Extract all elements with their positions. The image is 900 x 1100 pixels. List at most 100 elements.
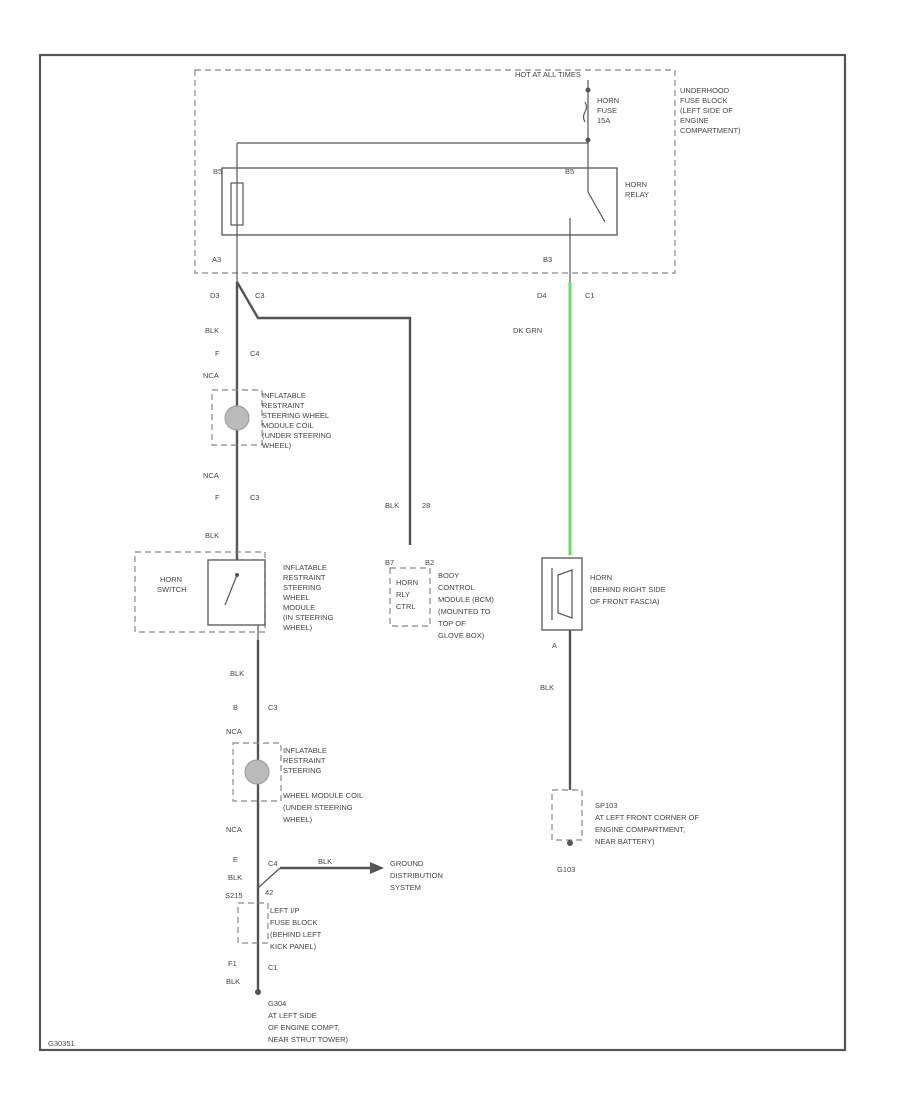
svg-text:MODULE: MODULE xyxy=(283,603,315,612)
svg-text:TOP OF: TOP OF xyxy=(438,619,466,628)
bcm-dashed-box xyxy=(389,567,431,627)
svg-text:INFLATABLE: INFLATABLE xyxy=(262,391,306,400)
wire-color-blk-arrow: BLK xyxy=(318,857,332,866)
svg-text:G304: G304 xyxy=(268,999,286,1008)
svg-text:WHEEL): WHEEL) xyxy=(283,623,313,632)
svg-text:ENGINE COMPARTMENT,: ENGINE COMPARTMENT, xyxy=(595,825,685,834)
wire-color-nca-1: NCA xyxy=(203,371,219,380)
wire-color-blk-5: BLK xyxy=(226,977,240,986)
connector-c4: C4 xyxy=(250,349,260,358)
relay-switch-contact xyxy=(587,191,606,223)
relay-pin-right: B5 xyxy=(565,167,574,176)
connector-c3-low: C3 xyxy=(268,703,278,712)
horn-label: HORN (BEHIND RIGHT SIDE OF FRONT FASCIA) xyxy=(590,573,666,606)
svg-text:15A: 15A xyxy=(597,116,610,125)
svg-text:WHEEL): WHEEL) xyxy=(262,441,292,450)
svg-text:LEFT I/P: LEFT I/P xyxy=(270,906,299,915)
svg-text:RELAY: RELAY xyxy=(625,190,649,199)
circuit-28: 28 xyxy=(422,501,430,510)
svg-text:CONTROL: CONTROL xyxy=(438,583,475,592)
wire-color-blk-28: BLK xyxy=(385,501,399,510)
horn-switch-node xyxy=(235,573,239,577)
svg-text:FUSE BLOCK: FUSE BLOCK xyxy=(270,918,318,927)
bcm-control-wire xyxy=(235,281,412,545)
svg-text:RESTRAINT: RESTRAINT xyxy=(262,401,305,410)
svg-text:WHEEL: WHEEL xyxy=(283,593,310,602)
bcm-label: BODY CONTROL MODULE (BCM) (MOUNTED TO TO… xyxy=(438,571,494,640)
svg-text:COMPARTMENT): COMPARTMENT) xyxy=(680,126,741,135)
horn-fuse-label: HORN FUSE 15A xyxy=(597,96,619,125)
connector-c4-low: C4 xyxy=(268,859,278,868)
svg-text:WHEEL MODULE COIL: WHEEL MODULE COIL xyxy=(283,791,363,800)
ip-fuse-block-label: LEFT I/P FUSE BLOCK (BEHIND LEFT KICK PA… xyxy=(270,906,322,951)
underhood-fuse-block-box xyxy=(194,69,676,274)
fuse-block-label: UNDERHOOD FUSE BLOCK (LEFT SIDE OF ENGIN… xyxy=(680,86,741,135)
wire-color-nca-4: NCA xyxy=(226,825,242,834)
pin-a3: A3 xyxy=(212,255,221,264)
svg-text:ENGINE: ENGINE xyxy=(680,116,709,125)
svg-text:(BEHIND RIGHT SIDE: (BEHIND RIGHT SIDE xyxy=(590,585,666,594)
wire-color-blk-low: BLK xyxy=(228,873,242,882)
svg-text:MODULE (BCM): MODULE (BCM) xyxy=(438,595,494,604)
ground-distribution-label: GROUND DISTRIBUTION SYSTEM xyxy=(390,859,443,892)
svg-text:INFLATABLE: INFLATABLE xyxy=(283,563,327,572)
svg-text:SP103: SP103 xyxy=(595,801,618,810)
svg-text:OF ENGINE COMPT,: OF ENGINE COMPT, xyxy=(268,1023,340,1032)
connector-c3-top: C3 xyxy=(255,291,265,300)
svg-text:STEERING WHEEL: STEERING WHEEL xyxy=(262,411,329,420)
sp103-dashed-box xyxy=(551,789,583,841)
horn-symbol xyxy=(551,568,573,620)
steering-module-label: INFLATABLE RESTRAINT STEERING WHEEL MODU… xyxy=(283,563,334,632)
g103-ground-node xyxy=(567,840,573,846)
coil-2-label: INFLATABLE RESTRAINT STEERING WHEEL MODU… xyxy=(283,746,363,824)
g304-ground-node xyxy=(255,989,261,995)
horn-pin-a: A xyxy=(552,641,557,650)
svg-text:MODULE COIL: MODULE COIL xyxy=(262,421,314,430)
ground-branch-wire xyxy=(257,867,281,889)
hot-at-all-times-label: HOT AT ALL TIMES xyxy=(515,70,581,79)
connector-d3: D3 xyxy=(210,291,220,300)
bcm-inner-label: HORN RLY CTRL xyxy=(396,578,418,611)
horn-relay-box xyxy=(221,167,618,236)
figure-id: G30351 xyxy=(48,1039,75,1048)
wire-color-blk-3: BLK xyxy=(540,683,554,692)
diagram-frame xyxy=(38,53,847,1052)
svg-text:(IN STEERING: (IN STEERING xyxy=(283,613,334,622)
svg-text:BODY: BODY xyxy=(438,571,459,580)
pin-f1: F1 xyxy=(228,959,237,968)
g304-label: G304 AT LEFT SIDE OF ENGINE COMPT, NEAR … xyxy=(268,999,349,1044)
svg-text:STEERING: STEERING xyxy=(283,583,322,592)
svg-text:HORN: HORN xyxy=(160,575,182,584)
svg-text:KICK PANEL): KICK PANEL) xyxy=(270,942,317,951)
svg-text:NEAR BATTERY): NEAR BATTERY) xyxy=(595,837,655,846)
svg-text:(UNDER STEERING: (UNDER STEERING xyxy=(283,803,353,812)
wire-color-dk-grn: DK GRN xyxy=(513,326,542,335)
svg-text:UNDERHOOD: UNDERHOOD xyxy=(680,86,730,95)
svg-text:HORN: HORN xyxy=(396,578,418,587)
svg-text:HORN: HORN xyxy=(597,96,619,105)
svg-text:AT LEFT FRONT CORNER OF: AT LEFT FRONT CORNER OF xyxy=(595,813,699,822)
coil-1-label: INFLATABLE RESTRAINT STEERING WHEEL MODU… xyxy=(262,391,332,450)
svg-text:SYSTEM: SYSTEM xyxy=(390,883,421,892)
pin-b: B xyxy=(233,703,238,712)
horn-switch-dashed-box xyxy=(134,551,266,633)
horn-fuse-symbol xyxy=(582,101,588,123)
svg-text:FUSE BLOCK: FUSE BLOCK xyxy=(680,96,728,105)
svg-text:OF FRONT FASCIA): OF FRONT FASCIA) xyxy=(590,597,660,606)
svg-text:RESTRAINT: RESTRAINT xyxy=(283,756,326,765)
wire-color-nca-2: NCA xyxy=(203,471,219,480)
svg-text:FUSE: FUSE xyxy=(597,106,617,115)
circuit-42: 42 xyxy=(265,888,273,897)
splice-s215: S215 xyxy=(225,891,243,900)
coil-2-symbol xyxy=(244,759,270,785)
coil-2-box xyxy=(232,742,282,802)
svg-text:STEERING: STEERING xyxy=(283,766,322,775)
fuse-top-node xyxy=(585,87,591,93)
wire-color-blk-4: BLK xyxy=(230,669,244,678)
svg-text:SWITCH: SWITCH xyxy=(157,585,187,594)
horn-switch-contact xyxy=(224,574,238,606)
sp103-label: SP103 AT LEFT FRONT CORNER OF ENGINE COM… xyxy=(595,801,699,846)
svg-text:(LEFT SIDE OF: (LEFT SIDE OF xyxy=(680,106,733,115)
svg-text:CTRL: CTRL xyxy=(396,602,416,611)
